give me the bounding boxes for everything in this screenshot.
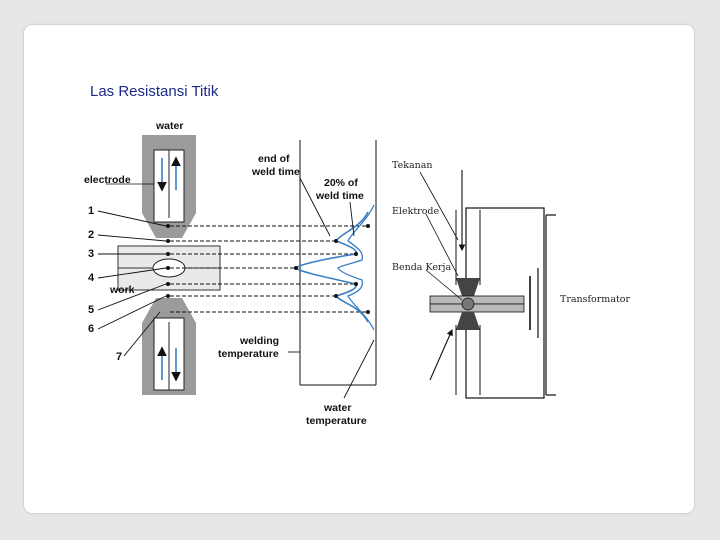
pressure-arrow-up — [429, 328, 453, 381]
tekanan-label: Tekanan — [392, 160, 433, 171]
work-label: work — [109, 284, 135, 296]
benda-kerja-label: Benda Kerja — [392, 262, 451, 273]
point-number-4: 4 — [88, 272, 95, 284]
elektrode-label: Elektrode — [392, 206, 440, 217]
point-number-3: 3 — [88, 248, 94, 260]
point-number-1: 1 — [88, 205, 94, 217]
point-number-2: 2 — [88, 229, 94, 241]
water-temperature-label-line2: temperature — [306, 415, 367, 427]
twenty-percent-label-line2: weld time — [315, 190, 364, 202]
twenty-percent-weld-time-curve — [337, 204, 375, 331]
right-weld-diagram: Tekanan Elektrode Benda Kerja Transforma… — [392, 160, 631, 399]
water-label: water — [155, 120, 183, 132]
end-of-weld-time-label-line1: end of — [258, 153, 290, 165]
point-number-5: 5 — [88, 304, 94, 316]
left-weld-diagram: water electrode work 1 2 3 4 5 6 7 — [84, 120, 377, 427]
welding-temperature-label-line1: welding — [239, 335, 279, 347]
transformator-label: Transformator — [560, 294, 631, 305]
twenty-percent-label-line1: 20% of — [324, 177, 358, 189]
point-number-7: 7 — [116, 351, 122, 363]
water-temperature-label-line1: water — [323, 402, 351, 414]
slide-title: Las Resistansi Titik — [90, 83, 219, 100]
lower-electrode-tip — [142, 298, 196, 323]
point-number-6: 6 — [88, 323, 94, 335]
electrode-label: electrode — [84, 174, 131, 186]
work-piece-right — [429, 295, 525, 305]
welding-temperature-label-line2: temperature — [218, 348, 279, 360]
end-of-weld-time-label-line2: weld time — [251, 166, 300, 178]
